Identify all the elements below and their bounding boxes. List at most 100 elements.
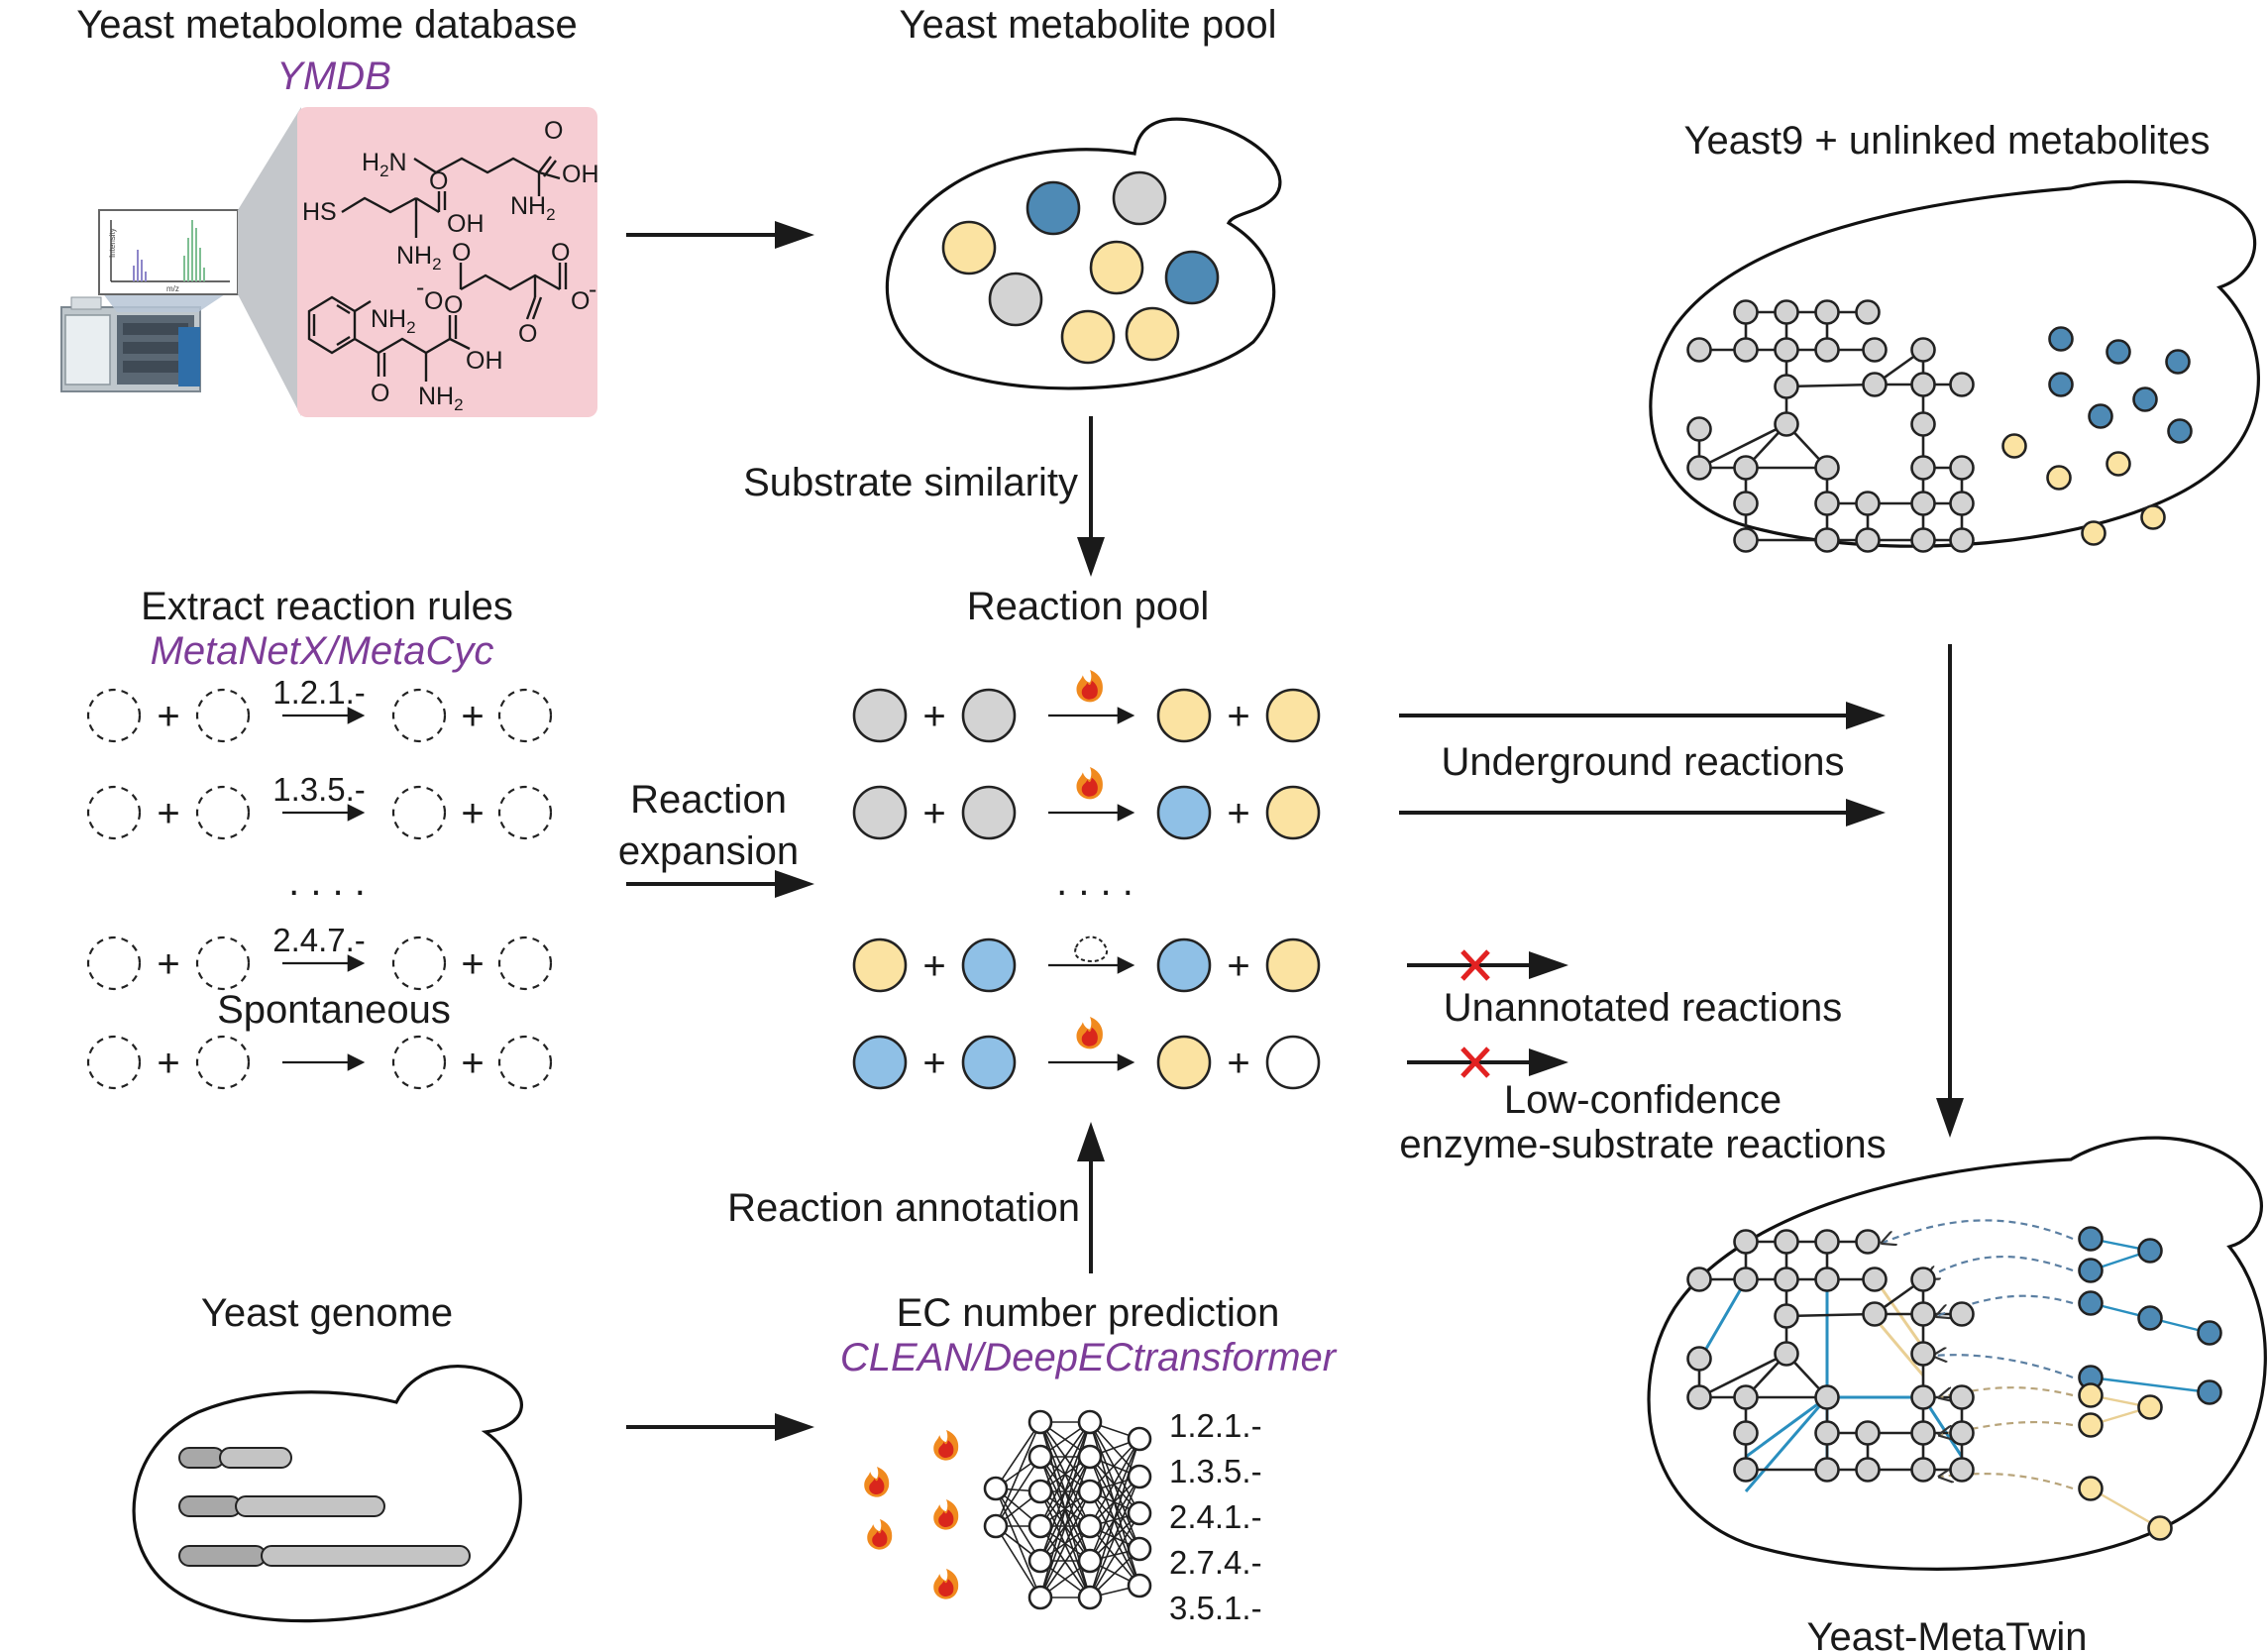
yeast9-panel: Yeast9 + unlinked metabolites [1649, 119, 2260, 553]
metabolite-node [1026, 180, 1081, 236]
reaction-rules-title: Extract reaction rules [141, 585, 513, 628]
network-node [1774, 1341, 1799, 1367]
linked-metabolite-node [2078, 1476, 2104, 1501]
network-node [1814, 337, 1840, 363]
network-node [1686, 1384, 1712, 1410]
dashed-link-arrow [1926, 1256, 2074, 1278]
ec-prediction-output: 2.7.4.- [1169, 1544, 1262, 1581]
metabolite-pool-cell [885, 117, 1282, 390]
placeholder-substrate [195, 1035, 251, 1090]
network-node [1774, 337, 1799, 363]
nn-edge [995, 1525, 1041, 1598]
product-node [1265, 937, 1321, 993]
network-node [1733, 1384, 1759, 1410]
underground-reactions-label: Underground reactions [1442, 740, 1845, 784]
network-node [1910, 1457, 1936, 1483]
plus-sign: + [1227, 1042, 1249, 1085]
network-edge [1698, 1352, 1787, 1399]
unlinked-metabolite-node [2048, 372, 2074, 397]
metabolite-node [941, 220, 997, 275]
nn-neuron [1127, 1500, 1152, 1526]
network-node [1733, 299, 1759, 325]
substrate-node [961, 1035, 1017, 1090]
network-node [1855, 1457, 1881, 1483]
network-node [1774, 411, 1799, 437]
reaction-expansion-label-2: expansion [618, 829, 799, 873]
nn-neuron [1127, 1536, 1152, 1562]
linked-metabolite-node [2137, 1238, 2163, 1264]
nn-edge [1089, 1438, 1140, 1562]
svg-text:O: O [518, 320, 537, 348]
network-node [1814, 299, 1840, 325]
nn-neuron [1077, 1409, 1103, 1435]
svg-text:OH: OH [562, 161, 599, 188]
nn-neuron [983, 1476, 1009, 1501]
nn-edge [1039, 1456, 1091, 1598]
network-node [1733, 527, 1759, 553]
ymdb-panel: Yeast metabolome database YMDB [60, 3, 599, 417]
network-node [1949, 1457, 1975, 1483]
nn-neuron [1027, 1513, 1053, 1539]
spontaneous-label: Spontaneous [217, 988, 451, 1032]
network-node [1949, 1384, 1975, 1410]
svg-text:Intensity: Intensity [108, 228, 117, 258]
placeholder-substrate [86, 1035, 142, 1090]
external-link-edge [2090, 1487, 2161, 1530]
network-node [1949, 372, 1975, 397]
enzyme-icon [933, 1430, 959, 1461]
network-node [1733, 1229, 1759, 1255]
network-edge [1785, 1312, 1876, 1318]
placeholder-product [391, 1035, 447, 1090]
metabolite-node [1089, 240, 1144, 295]
placeholder-product [391, 688, 447, 743]
network-node [1910, 1267, 1936, 1292]
product-node [1156, 937, 1212, 993]
linked-metabolite-node [2078, 1290, 2104, 1316]
network-node [1814, 455, 1840, 481]
unlinked-metabolite-node [2048, 326, 2074, 352]
plus-sign: + [922, 944, 945, 988]
unknown-enzyme-icon [1074, 936, 1108, 963]
linked-metabolite-node [2078, 1226, 2104, 1252]
linked-metabolite-node [2078, 1258, 2104, 1283]
svg-text:O: O [544, 117, 563, 145]
placeholder-substrate [86, 785, 142, 840]
nn-neuron [1027, 1409, 1053, 1435]
ec-prediction-output: 3.5.1.- [1169, 1590, 1262, 1626]
network-node [1774, 1229, 1799, 1255]
svg-text:HS: HS [302, 198, 337, 226]
network-node [1910, 1341, 1936, 1367]
plus-sign: + [1227, 695, 1249, 738]
unlinked-metabolite-node [2088, 403, 2113, 429]
network-node [1949, 1420, 1975, 1446]
network-edge [1785, 383, 1876, 388]
network-node [1733, 1267, 1759, 1292]
plus-sign: + [922, 792, 945, 835]
network-node [1862, 1267, 1888, 1292]
enzyme-icon [1076, 767, 1103, 800]
nn-edge [1089, 1476, 1140, 1598]
plus-sign: + [157, 792, 179, 835]
substrate-node [961, 785, 1017, 840]
plus-sign: + [157, 695, 179, 738]
product-node [1156, 1035, 1212, 1090]
nn-neuron [1077, 1479, 1103, 1504]
nn-edge [1089, 1456, 1140, 1514]
metabolite-node [988, 272, 1043, 327]
placeholder-product [497, 785, 553, 840]
network-node [1774, 1267, 1799, 1292]
svg-text:-: - [416, 274, 424, 301]
reaction-pool-title: Reaction pool [967, 585, 1210, 628]
svg-text:O: O [444, 291, 463, 319]
substrate-similarity-label: Substrate similarity [743, 461, 1078, 504]
network-node [1814, 491, 1840, 516]
low-confidence-label-1: Low-confidence [1504, 1078, 1782, 1122]
network-node [1814, 527, 1840, 553]
metatwin-title: Yeast-MetaTwin [1806, 1615, 2087, 1652]
dashed-link-arrow [1883, 1219, 2074, 1243]
metabolite-node [1164, 250, 1220, 305]
nn-neuron [1077, 1444, 1103, 1470]
svg-text:O: O [424, 287, 443, 315]
plus-sign: + [1227, 944, 1249, 988]
